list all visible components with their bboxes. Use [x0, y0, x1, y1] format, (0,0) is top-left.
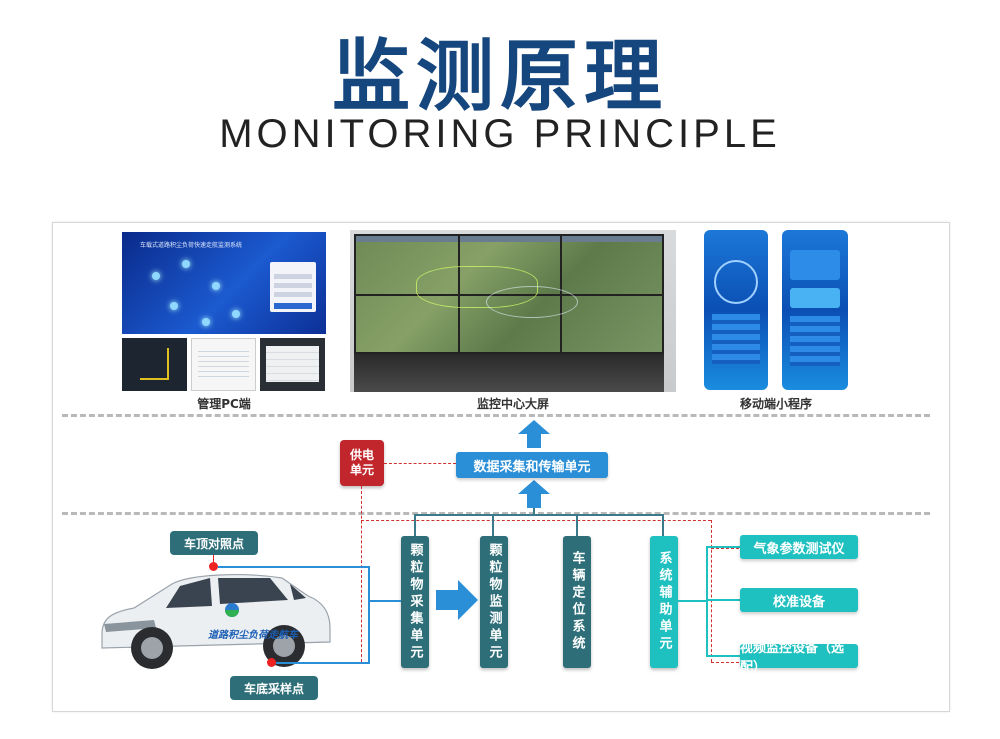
roof-point-marker — [209, 562, 218, 571]
particle-monitoring-label: 颗粒物监测单元 — [486, 542, 502, 662]
calibration-label: 校准设备 — [772, 594, 825, 610]
arrow-right-icon — [436, 580, 478, 620]
power-link — [361, 520, 711, 521]
arrow-up-icon — [518, 480, 550, 508]
pc-system-title: 车载式道路积尘负荷快速走航监测系统 — [140, 242, 243, 249]
particle-collection-unit: 颗粒物采集单元 — [401, 536, 429, 668]
data-transfer-unit: 数据采集和传输单元 — [456, 452, 608, 478]
bus-line — [414, 514, 664, 516]
weather-parameter-tester: 气象参数测试仪 — [740, 535, 858, 559]
system-auxiliary-unit: 系统辅助单元 — [650, 536, 678, 668]
pc-thumb-dark — [122, 338, 187, 391]
monitoring-video-wall — [354, 234, 664, 354]
bottom-sampling-point-label: 车底采样点 — [230, 676, 318, 700]
bus-line — [662, 514, 664, 536]
vehicle-positioning-label: 车辆定位系统 — [569, 551, 585, 653]
network-node — [232, 310, 240, 318]
roof-point-connector — [213, 555, 214, 563]
pc-caption: 管理PC端 — [197, 397, 251, 411]
power-link — [711, 662, 739, 663]
separator-bottom — [62, 512, 930, 515]
vehicle-side-text: 道路积尘负荷走航车 — [208, 630, 298, 641]
pc-main-screen: 车载式道路积尘负荷快速走航监测系统 — [122, 232, 326, 334]
power-unit-label: 供电单元 — [349, 448, 374, 477]
power-unit: 供电单元 — [340, 440, 384, 486]
video-monitoring-label: 视频监控设备（选配） — [740, 641, 845, 675]
calibration-device: 校准设备 — [740, 588, 858, 612]
bus-line — [533, 508, 535, 514]
separator-top — [62, 414, 930, 417]
sample-line — [276, 662, 370, 664]
data-transfer-unit-label: 数据采集和传输单元 — [473, 459, 591, 475]
network-node — [170, 302, 178, 310]
system-auxiliary-label: 系统辅助单元 — [656, 551, 672, 653]
network-node — [152, 272, 160, 280]
arrow-up-icon — [518, 420, 550, 448]
weather-parameter-label: 气象参数测试仪 — [753, 541, 845, 557]
mobile-screen-2 — [782, 230, 848, 390]
vehicle-image — [101, 574, 331, 669]
bus-line — [492, 514, 494, 536]
video-monitoring-device: 视频监控设备（选配） — [740, 641, 858, 675]
aux-link — [706, 546, 708, 656]
bottom-point-marker — [267, 658, 276, 667]
power-link — [711, 520, 712, 662]
sample-line — [368, 600, 401, 602]
page-title: 监测原理 — [331, 32, 668, 122]
network-node — [202, 318, 210, 326]
mobile-caption: 移动端小程序 — [739, 397, 812, 411]
particle-collection-label: 颗粒物采集单元 — [407, 542, 423, 662]
sample-line — [368, 566, 370, 602]
mobile-screen-1 — [704, 230, 768, 390]
bus-line — [414, 514, 416, 536]
bus-line — [576, 514, 578, 536]
aux-link — [678, 600, 708, 602]
page-subtitle: MONITORING PRINCIPLE — [219, 112, 781, 156]
roof-point-text: 车顶对照点 — [183, 536, 244, 551]
power-link — [361, 486, 362, 662]
network-node — [212, 282, 220, 290]
sample-line — [218, 566, 370, 568]
vehicle-positioning-system: 车辆定位系统 — [563, 536, 591, 668]
sample-line — [368, 600, 370, 664]
aux-link — [706, 599, 740, 601]
monitoring-floor — [354, 354, 664, 392]
particle-monitoring-unit: 颗粒物监测单元 — [480, 536, 508, 668]
roof-reference-point-label: 车顶对照点 — [170, 531, 258, 555]
aux-link — [706, 546, 740, 548]
power-link — [384, 463, 456, 464]
login-box — [270, 262, 316, 312]
bigscreen-caption: 监控中心大屏 — [476, 397, 549, 411]
aux-link — [706, 655, 740, 657]
power-link — [711, 548, 739, 549]
bottom-point-text: 车底采样点 — [243, 681, 304, 696]
pc-thumb-table — [191, 338, 256, 391]
network-node — [182, 260, 190, 268]
pc-thumb-list — [260, 338, 325, 391]
